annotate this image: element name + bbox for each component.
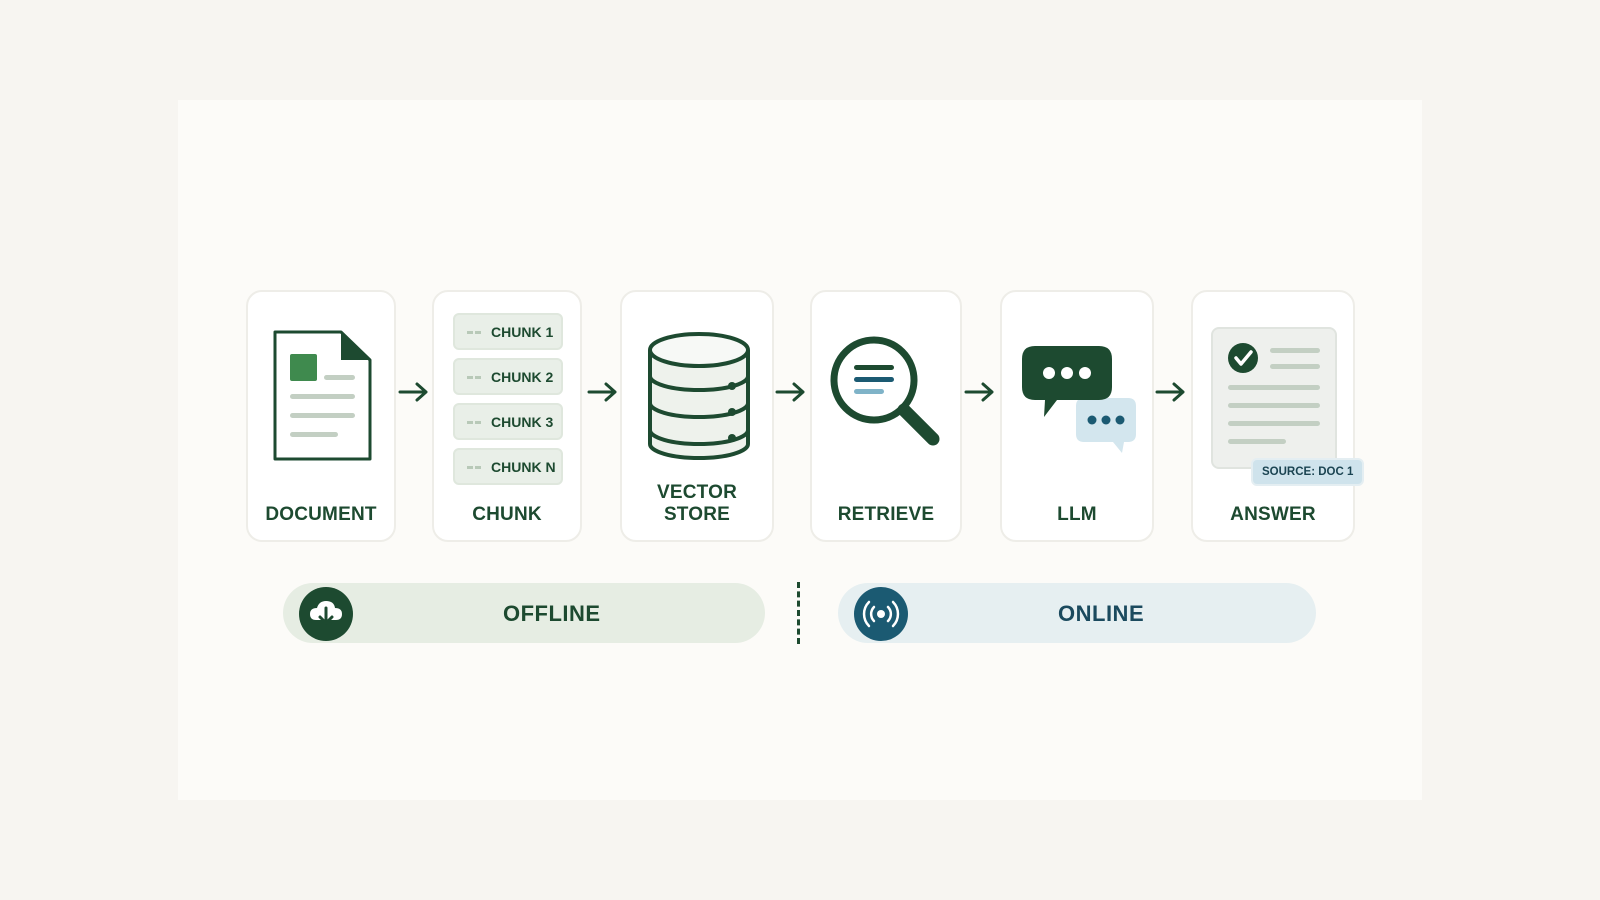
chunk-item-label: CHUNK 3	[491, 414, 554, 430]
chunk-item-label: CHUNK N	[491, 459, 556, 475]
arrow-right-icon	[587, 382, 617, 402]
chunk-item: CHUNK 1	[453, 313, 563, 350]
chunk-dots-icon	[467, 376, 485, 379]
stage-llm-card: LLM	[1000, 290, 1154, 542]
arrow-right-icon	[398, 382, 428, 402]
phase-divider	[797, 582, 800, 644]
source-badge: SOURCE: DOC 1	[1251, 458, 1365, 486]
offline-phase-label: OFFLINE	[503, 601, 601, 626]
stage-chunk-card: CHUNK 1 CHUNK 2 CHUNK 3 CHUNK N CHUNK	[432, 290, 582, 542]
database-icon	[648, 332, 750, 460]
stage-chunk-label: CHUNK	[472, 504, 542, 525]
magnifier-icon	[830, 336, 940, 446]
online-phase-bar: ONLINE	[838, 583, 1316, 643]
chunk-dots-icon	[467, 421, 485, 424]
chunk-dots-icon	[467, 331, 485, 334]
online-phase-label: ONLINE	[1058, 601, 1145, 626]
cloud-download-icon	[299, 587, 353, 641]
arrow-right-icon	[964, 382, 994, 402]
offline-phase-bar: OFFLINE	[283, 583, 765, 643]
chunk-item: CHUNK 2	[453, 358, 563, 395]
chunk-item-label: CHUNK 2	[491, 369, 554, 385]
stage-vector-store-label: VECTOR STORE	[656, 482, 738, 525]
stage-llm-label: LLM	[1057, 504, 1097, 525]
chunk-item: CHUNK N	[453, 448, 563, 485]
chunk-dots-icon	[467, 466, 485, 469]
checked-document-icon	[1211, 327, 1337, 469]
stage-retrieve-card: RETRIEVE	[810, 290, 962, 542]
chunk-item-label: CHUNK 1	[491, 324, 554, 340]
stage-document-card: DOCUMENT	[246, 290, 396, 542]
stage-document-label: DOCUMENT	[265, 504, 377, 525]
arrow-right-icon	[1155, 382, 1185, 402]
stage-answer-card: SOURCE: DOC 1 ANSWER	[1191, 290, 1365, 542]
broadcast-icon	[854, 587, 908, 641]
stage-retrieve-label: RETRIEVE	[837, 504, 935, 525]
chat-bubbles-icon	[1022, 346, 1136, 453]
arrow-right-icon	[775, 382, 805, 402]
document-icon	[273, 330, 372, 461]
stage-answer-label: ANSWER	[1230, 504, 1316, 525]
chunk-item: CHUNK 3	[453, 403, 563, 440]
stage-vector-store-card: VECTOR STORE	[620, 290, 774, 542]
